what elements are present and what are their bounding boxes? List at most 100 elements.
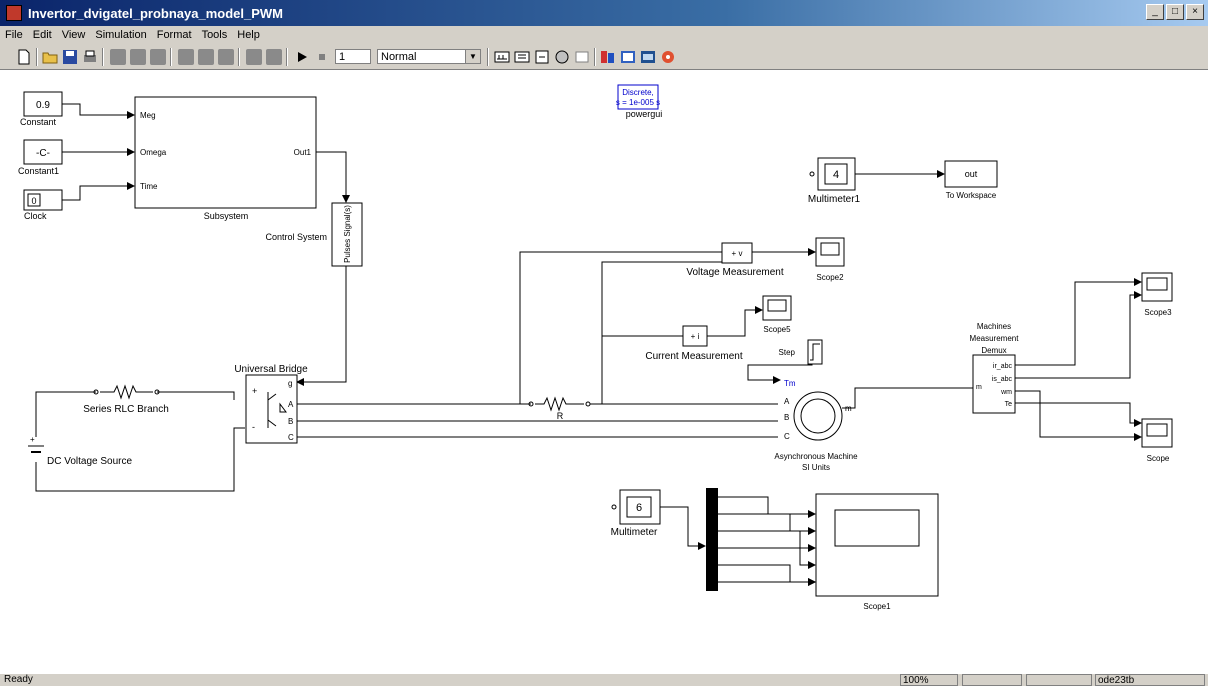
constant-value: 0.9 [36,100,50,111]
print-icon[interactable] [82,49,98,65]
toolbar-separator [286,48,288,66]
constant1-label: Constant1 [18,166,59,176]
stop-time-input[interactable]: 1 [335,49,371,64]
subsystem-in-time: Time [140,182,158,191]
constant1-value: -C- [36,148,50,159]
menu-simulation[interactable]: Simulation [95,29,147,41]
machines-demux-label2: Measurement [970,334,1020,343]
universal-bridge-block[interactable] [245,374,298,444]
save-icon[interactable] [62,49,78,65]
forward-icon[interactable] [198,49,214,65]
control-system-block[interactable] [331,202,363,267]
series-rlc-label: Series RLC Branch [83,404,169,415]
chevron-down-icon[interactable]: ▼ [465,50,480,63]
clock-value: 0 [31,196,36,206]
stop-icon[interactable] [314,49,330,65]
new-model-icon[interactable] [16,49,32,65]
constant1-block[interactable] [23,139,63,165]
to-workspace-label: To Workspace [946,191,997,200]
close-button[interactable]: × [1186,4,1204,20]
simulink-library-icon[interactable] [600,49,616,65]
scope3-screen-icon [1146,277,1168,291]
menu-format[interactable]: Format [156,29,192,41]
maximize-button[interactable]: □ [1166,4,1184,20]
current-measurement-sign: + i [691,332,700,341]
universal-bridge-port-plus: + [252,386,257,396]
dc-voltage-source-block[interactable] [28,445,44,453]
powergui-line2: s = 1e-005 s [616,98,660,107]
powergui-line1: Discrete, [622,88,654,97]
powergui-label: powergui [626,109,663,119]
menu-tools[interactable]: Tools [201,29,228,41]
control-system-inner: Pulses Signal(s) [343,205,352,263]
signal-lines [62,103,1142,586]
voltage-measurement-sign: + v [732,249,743,258]
clock-icon [27,193,41,207]
status-bar: Ready 100% ode23tb [0,674,1208,686]
redo-icon[interactable] [266,49,282,65]
scope2-label: Scope2 [816,273,844,282]
window-controls: _ □ × [1146,4,1204,20]
toolbar-separator [238,48,240,66]
multimeter-connector [611,504,617,510]
target-icon[interactable] [660,49,676,65]
async-machine-label1: Asynchronous Machine [774,452,858,461]
menu-view[interactable]: View [61,29,86,41]
current-measurement-label: Current Measurement [645,351,742,362]
toolbar-separator [170,48,172,66]
machines-demux-block[interactable] [972,354,1016,414]
block-diagram: 0.9 Constant -C- Constant1 0 Clock Meg O… [18,84,1173,611]
paste-icon[interactable] [150,49,166,65]
powergui-block[interactable] [617,84,659,110]
async-machine-port-a: A [784,397,790,406]
subsystem-label: Subsystem [204,211,249,221]
dc-plus-sign: + [30,435,35,444]
igbt-diode-icon [267,392,287,428]
undo-icon[interactable] [246,49,262,65]
menu-file[interactable]: File [5,29,23,41]
back-icon[interactable] [178,49,194,65]
machines-demux-out-ir: ir_abc [993,363,1013,370]
model-canvas[interactable]: 0.9 Constant -C- Constant1 0 Clock Meg O… [0,70,1208,674]
machines-demux-out-is: is_abc [992,376,1013,383]
clock-label: Clock [24,211,47,221]
model-explorer-icon[interactable] [534,49,550,65]
update-diagram-icon[interactable] [514,49,530,65]
build-icon[interactable] [494,49,510,65]
debug-icon[interactable] [554,49,570,65]
constant-block[interactable] [23,91,63,117]
window-title: Invertor_dvigatel_probnaya_model_PWM [28,6,284,21]
up-icon[interactable] [218,49,234,65]
menu-edit[interactable]: Edit [32,29,52,41]
universal-bridge-label: Universal Bridge [234,364,308,375]
to-workspace-block[interactable] [944,160,998,188]
multimeter-value: 6 [636,502,642,514]
cut-icon[interactable] [110,49,126,65]
minimize-button[interactable]: _ [1146,4,1164,20]
machines-demux-label3: Demux [981,346,1006,355]
demux-bar-block[interactable] [706,488,718,591]
universal-bridge-port-minus: - [252,422,255,432]
simulation-mode-select[interactable]: Normal ▼ [377,49,481,64]
copy-icon[interactable] [130,49,146,65]
model-browser-icon[interactable] [620,49,636,65]
menu-help[interactable]: Help [237,29,260,41]
play-icon[interactable] [294,49,310,65]
power-lines [35,251,778,492]
library-icon[interactable] [574,49,590,65]
multimeter1-connector [809,171,815,177]
voltage-measurement-label: Voltage Measurement [686,267,784,278]
toolbar-separator [102,48,104,66]
open-folder-icon[interactable] [42,49,58,65]
multimeter1-value: 4 [833,169,839,181]
status-cell [962,674,1022,686]
scope5-label: Scope5 [763,325,791,334]
subsystem-block[interactable] [134,96,317,209]
step-block[interactable] [807,339,823,365]
debugger-icon[interactable] [640,49,656,65]
series-rlc-block[interactable] [100,384,153,400]
current-measurement-block[interactable] [682,325,708,347]
resistor-block[interactable] [535,396,584,412]
voltage-measurement-block[interactable] [721,242,753,264]
simulation-mode-value: Normal [381,51,417,63]
